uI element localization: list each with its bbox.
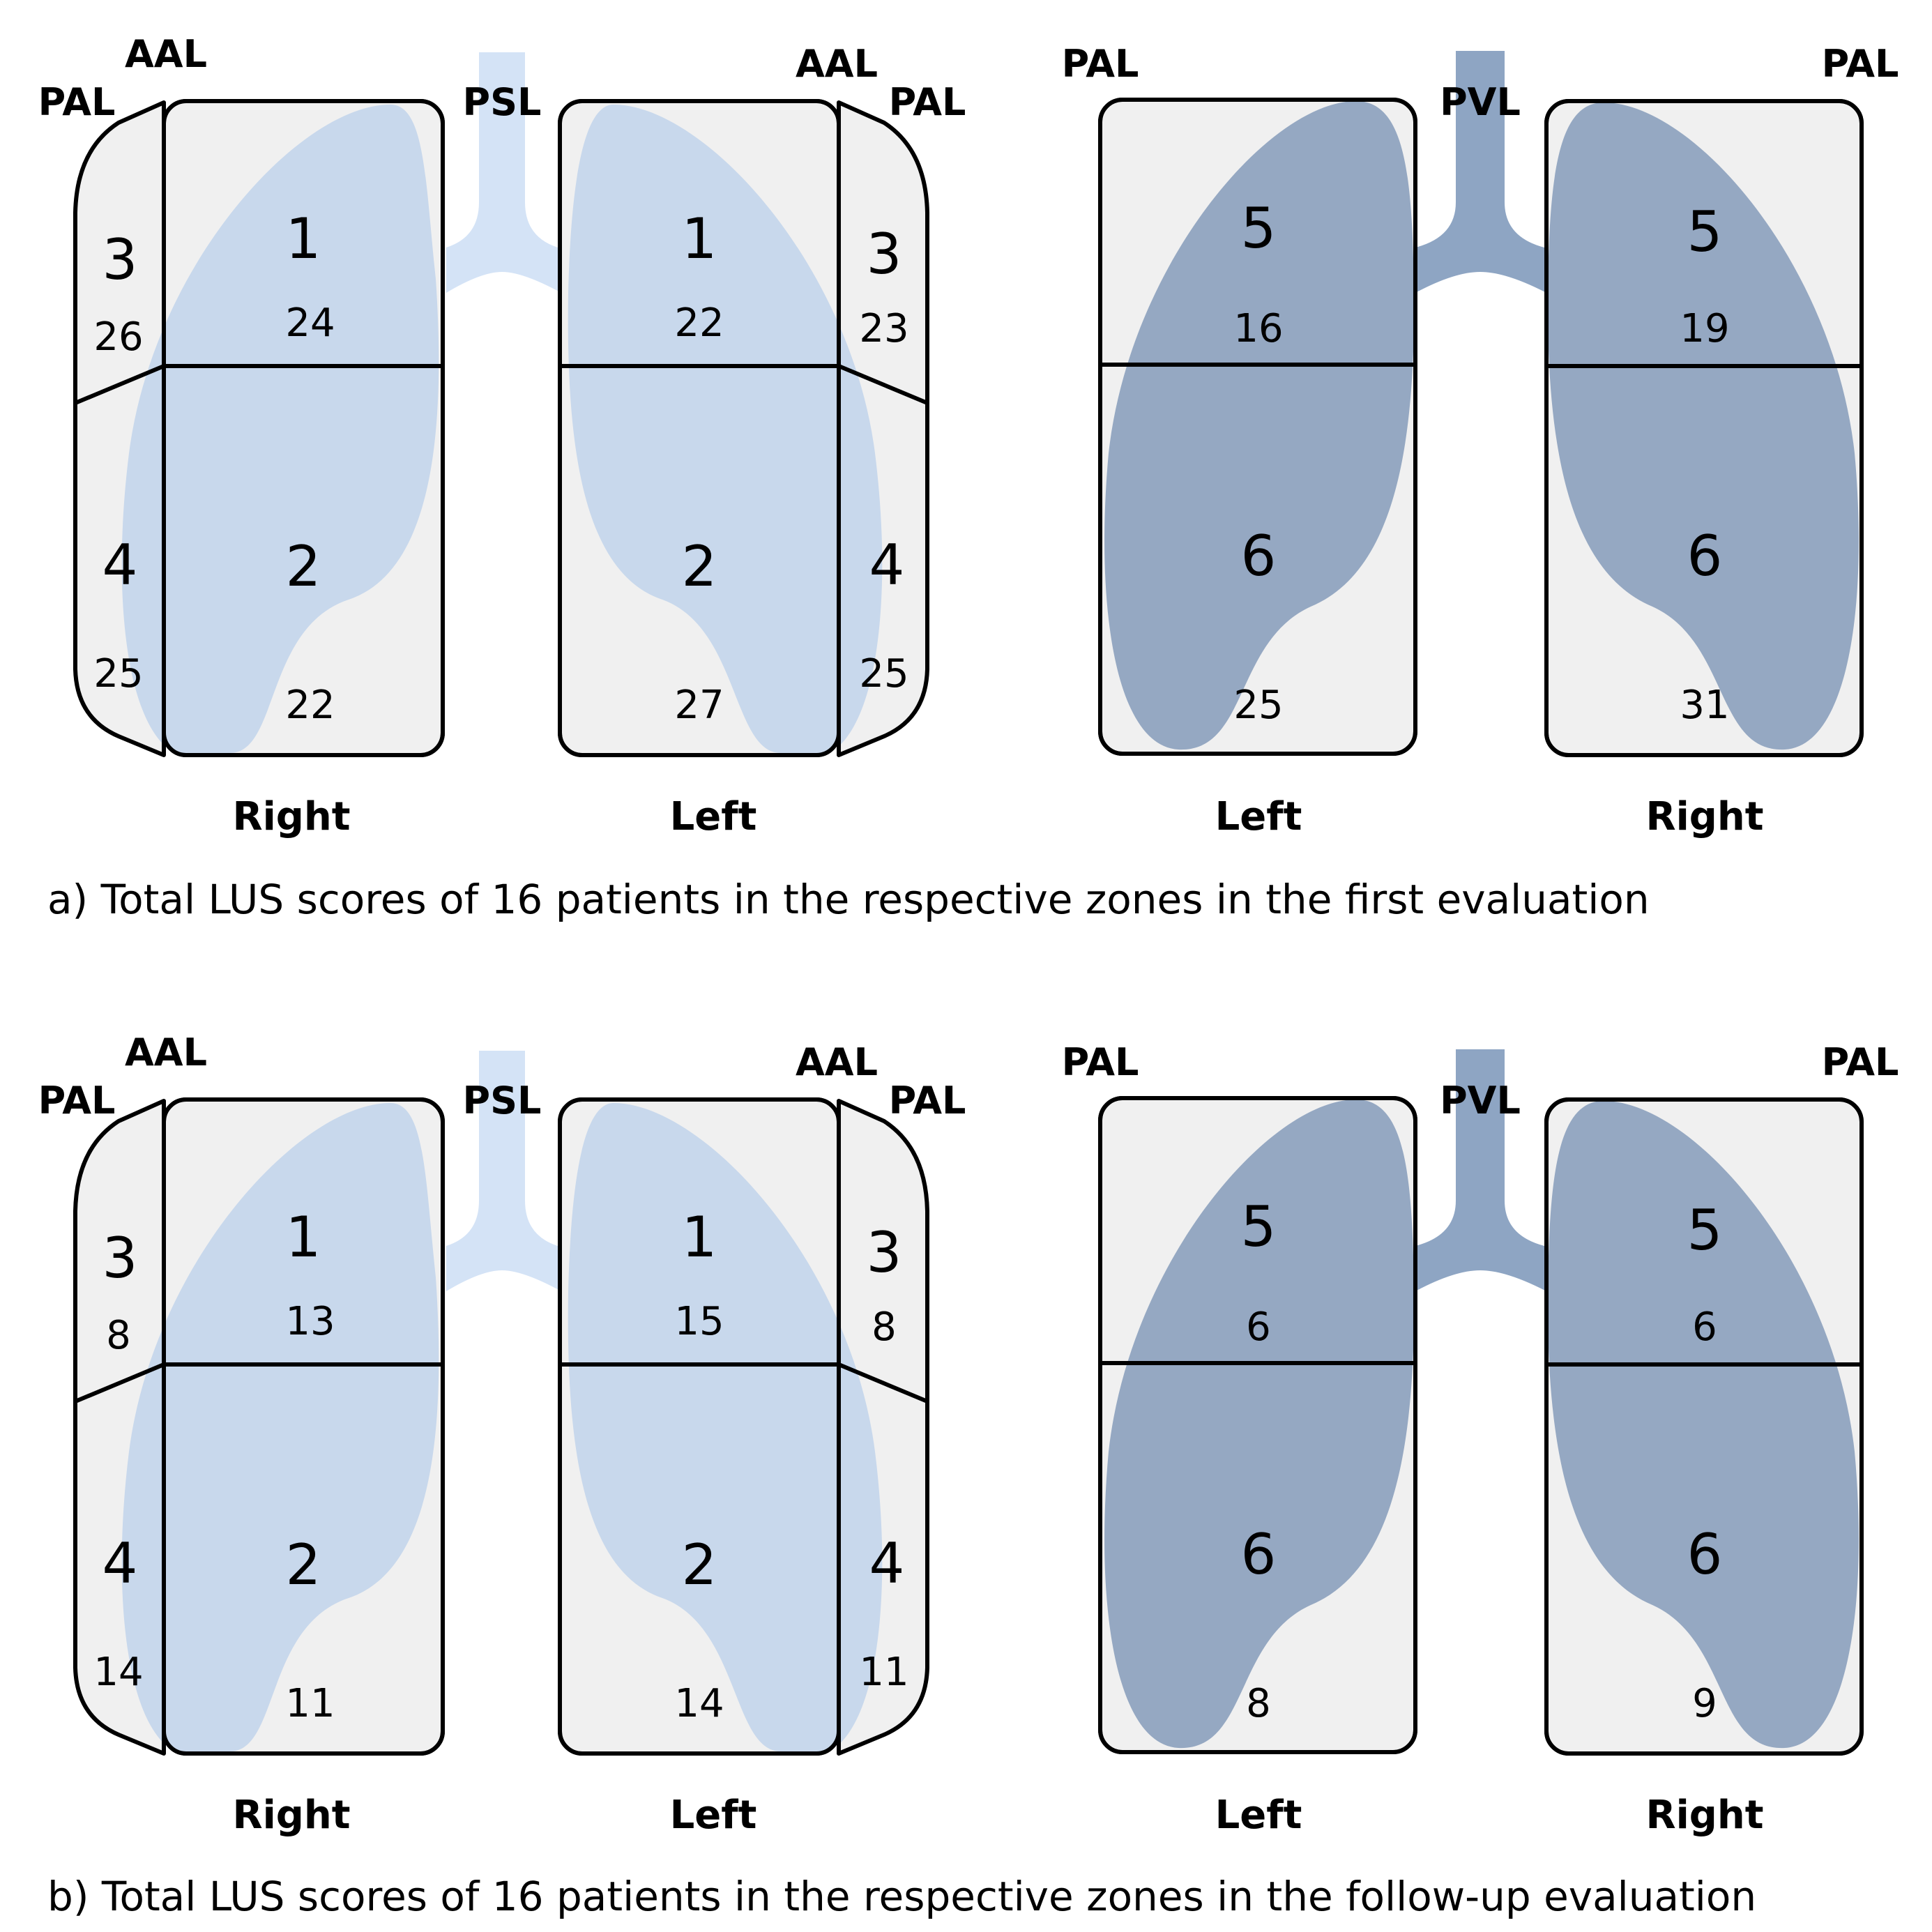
label-aal-left: AAL [796,42,878,86]
zone-score: 25 [859,651,908,697]
zone-score: 14 [93,1650,143,1695]
side-label-left: Left [670,1793,757,1838]
zone-number: 5 [1687,199,1723,264]
caption-a: a) Total LUS scores of 16 patients in th… [47,876,1650,923]
caption-b: b) Total LUS scores of 16 patients in th… [47,1873,1756,1920]
side-label-back-right: Right [1645,794,1763,839]
zone-number: 1 [682,1205,717,1270]
zone-number: 6 [1687,524,1723,588]
label-psl: PSL [463,80,542,124]
label-pal-left: PAL [889,1079,966,1123]
zone-number: 2 [682,534,717,599]
label-pal-left: PAL [889,80,966,124]
zone-score: 13 [285,1299,335,1344]
side-label-right: Right [232,794,350,839]
zone-score: 11 [859,1650,908,1695]
label-aal-right: AAL [125,32,207,76]
zone-number: 3 [102,1226,138,1291]
zone-number: 6 [1687,1522,1723,1587]
zone-number: 2 [682,1532,717,1597]
zone-score: 8 [106,1313,131,1358]
side-label-back-left: Left [1215,1793,1302,1838]
label-aal-right: AAL [125,1030,207,1074]
side-label-back-left: Left [1215,794,1302,839]
zone-number: 2 [286,1532,321,1597]
zone-score: 14 [674,1681,724,1726]
zone-number: 4 [102,533,138,598]
label-pvl: PVL [1440,80,1521,124]
zone-score: 8 [872,1305,897,1350]
panel-a: AAL PAL PSL AAL PAL 1 24 2 22 3 26 4 25 … [38,32,1899,923]
label-pal-back-right: PAL [1822,42,1899,86]
zone-number: 3 [867,222,902,287]
side-label-left: Left [670,794,757,839]
label-pal-back-left: PAL [1062,42,1139,86]
zone-number: 5 [1241,1194,1277,1259]
zone-score: 19 [1680,306,1729,351]
zone-score: 24 [285,301,335,346]
label-pvl: PVL [1440,1079,1521,1123]
zone-score: 15 [674,1299,724,1344]
zone-score: 25 [93,651,143,697]
zone-score: 31 [1680,683,1729,728]
zone-number: 1 [682,206,717,271]
zone-number: 2 [286,534,321,599]
panel-b: AAL PAL PSL AAL PAL 1 13 2 11 3 8 4 14 1… [38,1030,1899,1920]
zone-score: 8 [1246,1681,1271,1726]
zone-score: 22 [285,683,335,728]
zone-number: 3 [102,227,138,292]
label-pal-back-left: PAL [1062,1040,1139,1084]
label-pal-right: PAL [38,1079,116,1123]
zone-number: 1 [286,206,321,271]
zone-number: 5 [1241,196,1277,261]
label-pal-right: PAL [38,80,116,124]
zone-number: 4 [102,1531,138,1596]
zone-score: 22 [674,301,724,346]
zone-score: 11 [285,1681,335,1726]
zone-score: 6 [1692,1305,1717,1350]
zone-score: 9 [1692,1681,1717,1726]
zone-number: 5 [1687,1198,1723,1263]
zone-score: 6 [1246,1305,1271,1350]
label-aal-left: AAL [796,1040,878,1084]
panel-b-lung-diagram [75,1049,1862,1754]
zone-score: 16 [1233,306,1283,351]
zone-number: 6 [1241,1522,1277,1587]
zone-number: 1 [286,1205,321,1270]
zone-number: 6 [1241,524,1277,588]
zone-number: 3 [867,1220,902,1285]
zone-score: 26 [93,314,143,360]
label-psl: PSL [463,1079,542,1123]
panel-a-lung-diagram [75,51,1862,755]
side-label-back-right: Right [1645,1793,1763,1838]
label-pal-back-right: PAL [1822,1040,1899,1084]
zone-number: 4 [869,1531,905,1596]
zone-score: 23 [859,306,908,351]
zone-score: 25 [1233,683,1283,728]
side-label-right: Right [232,1793,350,1838]
zone-score: 27 [674,683,724,728]
zone-number: 4 [869,533,905,598]
